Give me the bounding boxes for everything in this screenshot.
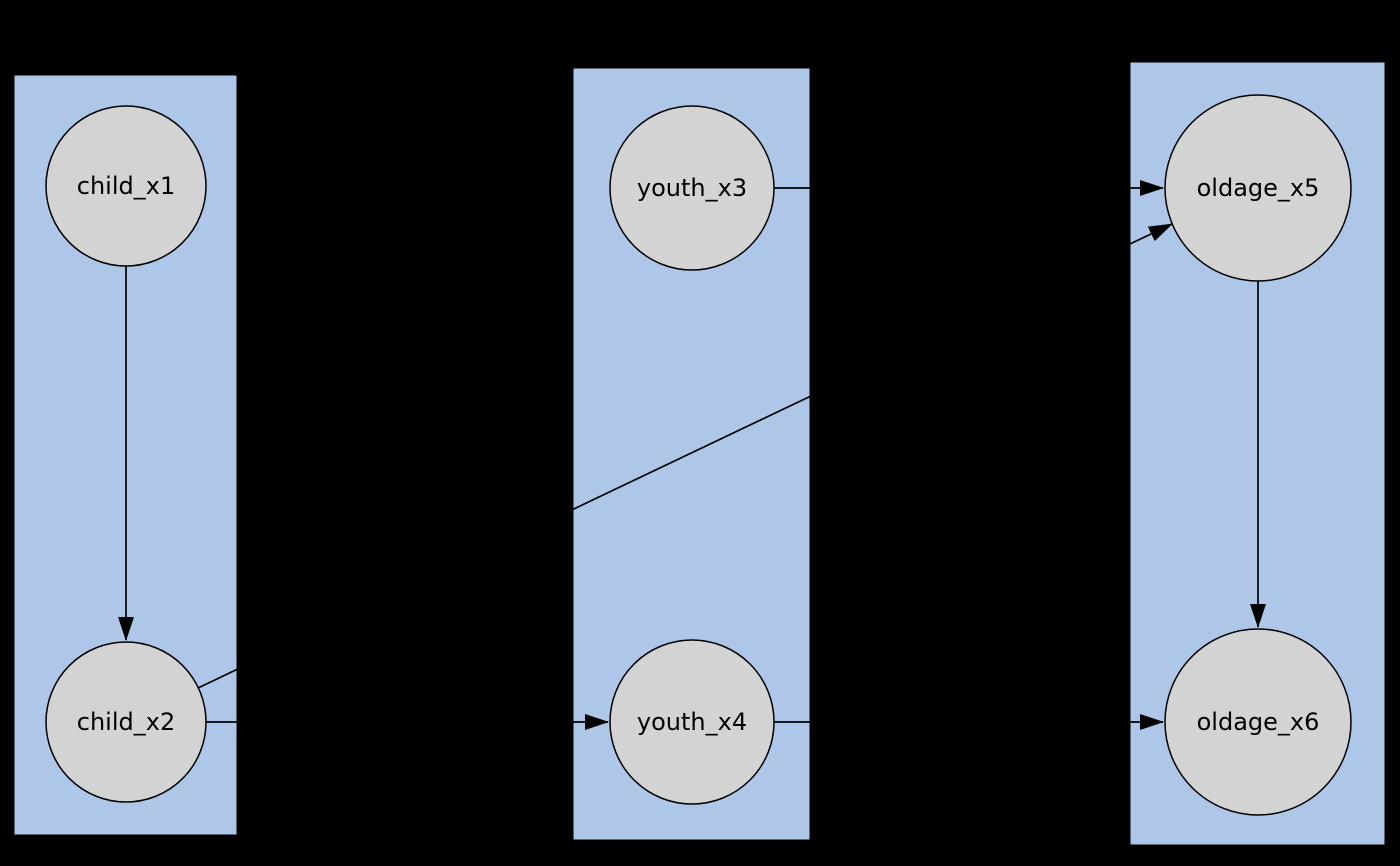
node-youth_x3-label: youth_x3 <box>637 174 747 202</box>
node-oldage_x6-circle <box>1164 628 1352 816</box>
node-oldage_x6: oldage_x6 <box>1164 628 1352 816</box>
node-child_x2-label: child_x2 <box>77 708 175 736</box>
node-child_x1-circle <box>45 105 207 267</box>
node-oldage_x6-label: oldage_x6 <box>1197 708 1320 736</box>
node-youth_x3: youth_x3 <box>609 105 775 271</box>
node-child_x1-label: child_x1 <box>77 172 175 200</box>
edge-child_x2-to-oldage_x5 <box>197 223 1173 689</box>
node-child_x1: child_x1 <box>45 105 207 267</box>
node-child_x2: child_x2 <box>45 641 207 803</box>
node-oldage_x5: oldage_x5 <box>1164 94 1352 282</box>
node-child_x2-circle <box>45 641 207 803</box>
node-youth_x4: youth_x4 <box>609 639 775 805</box>
node-oldage_x5-circle <box>1164 94 1352 282</box>
node-youth_x3-circle <box>609 105 775 271</box>
node-oldage_x5-label: oldage_x5 <box>1197 174 1320 202</box>
node-youth_x4-circle <box>609 639 775 805</box>
node-youth_x4-label: youth_x4 <box>637 708 747 736</box>
